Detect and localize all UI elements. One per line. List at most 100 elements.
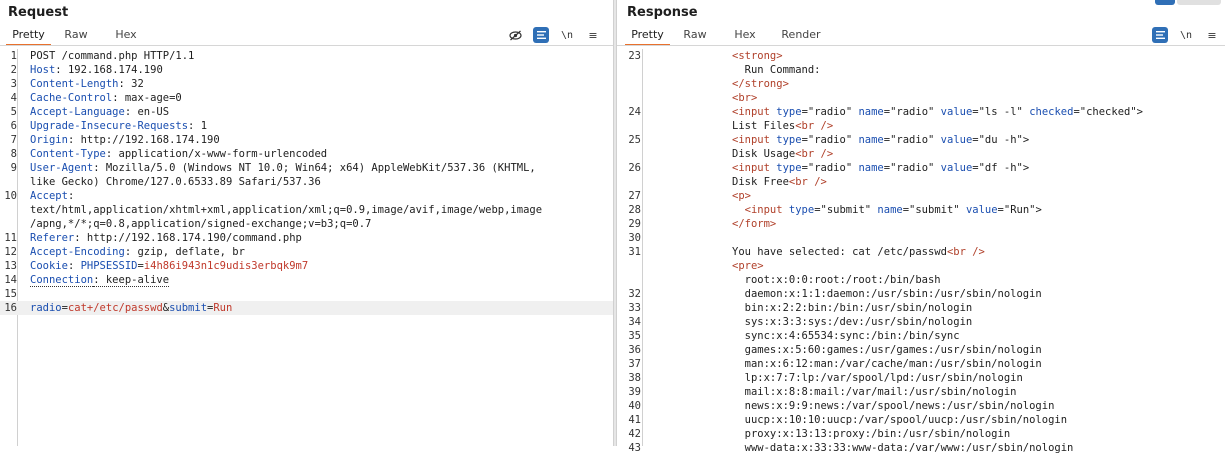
line-text: Upgrade-Insecure-Requests: 1 <box>30 119 207 133</box>
token: ="ls -l" <box>972 106 1030 118</box>
token: : max-age=0 <box>112 92 182 104</box>
code-line: <pre> <box>617 259 1225 273</box>
line-text: </strong> <box>732 77 789 91</box>
token: like Gecko) Chrome/127.0.6533.89 Safari/… <box>30 176 321 188</box>
tab-raw[interactable]: Raw <box>64 28 88 41</box>
token: List Files <box>732 120 796 132</box>
token: <br /> <box>946 246 985 258</box>
line-text: You have selected: cat /etc/passwd<br /> <box>732 245 985 259</box>
token: & <box>162 302 170 314</box>
token: : http://192.168.174.190/command.php <box>74 232 302 244</box>
token: radio <box>30 302 62 314</box>
code-line: 33 bin:x:2:2:bin:/bin:/usr/sbin/nologin <box>617 301 1225 315</box>
code-line: root:x:0:0:root:/root:/bin/bash <box>617 273 1225 287</box>
line-text: <input type="radio" name="radio" value="… <box>732 133 1029 147</box>
line-number: 43 <box>628 442 641 454</box>
token: name <box>858 134 884 146</box>
line-number: 12 <box>4 246 17 258</box>
token: <pre> <box>732 260 764 272</box>
tab-raw[interactable]: Raw <box>683 28 707 41</box>
token: <br /> <box>795 148 834 160</box>
line-text: bin:x:2:2:bin:/bin:/usr/sbin/nologin <box>732 301 973 315</box>
token: checked <box>1029 106 1074 118</box>
response-toolbar: \n ≡ <box>1152 27 1230 43</box>
tab-render[interactable]: Render <box>781 28 821 41</box>
tab-pretty[interactable]: Pretty <box>6 26 51 46</box>
token: POST /command.php HTTP/1.1 <box>30 50 195 62</box>
line-number: 23 <box>628 50 641 62</box>
tab-hex[interactable]: Hex <box>115 28 137 41</box>
code-line: 34 sys:x:3:3:sys:/dev:/usr/sbin/nologin <box>617 315 1225 329</box>
token: Host <box>30 64 56 76</box>
line-text: sys:x:3:3:sys:/dev:/usr/sbin/nologin <box>732 315 973 329</box>
line-number: 26 <box>628 162 641 174</box>
token: Accept <box>30 190 68 202</box>
token: man:x:6:12:man:/var/cache/man:/usr/sbin/… <box>732 358 1042 370</box>
line-text: lp:x:7:7:lp:/var/spool/lpd:/usr/sbin/nol… <box>732 371 1023 385</box>
token: name <box>858 106 884 118</box>
response-editor[interactable]: 23<strong> Run Command:</strong><br>24<i… <box>617 49 1225 454</box>
line-number: 13 <box>4 260 17 272</box>
token: : en-US <box>124 106 170 118</box>
line-text: root:x:0:0:root:/root:/bin/bash <box>732 273 941 287</box>
line-number: 24 <box>628 106 641 118</box>
menu-icon[interactable]: ≡ <box>588 28 598 42</box>
pane-splitter[interactable] <box>613 0 617 446</box>
token: : <box>67 260 81 272</box>
tab-hex[interactable]: Hex <box>734 28 756 41</box>
token: : gzip, deflate, br <box>124 246 245 258</box>
code-line: 30 <box>617 231 1225 245</box>
token: <br> <box>732 92 758 104</box>
token: mail:x:8:8:mail:/var/mail:/usr/sbin/nolo… <box>732 386 1017 398</box>
line-number: 11 <box>4 232 17 244</box>
token: </strong> <box>732 78 789 90</box>
line-text: Cookie: PHPSESSID=i4h86i943n1c9udis3erbq… <box>30 259 308 273</box>
token: Disk Usage <box>732 148 796 160</box>
token: bin:x:2:2:bin:/bin:/usr/sbin/nologin <box>732 302 973 314</box>
code-line: 15 <box>0 287 613 301</box>
token: Disk Free <box>732 176 789 188</box>
line-text: proxy:x:13:13:proxy:/bin:/usr/sbin/nolog… <box>732 427 1011 441</box>
line-number: 25 <box>628 134 641 146</box>
pretty-print-icon[interactable] <box>1152 27 1168 43</box>
line-text: User-Agent: Mozilla/5.0 (Windows NT 10.0… <box>30 161 536 175</box>
token: : 192.168.174.190 <box>55 64 163 76</box>
newline-toggle-icon[interactable]: \n <box>560 29 574 41</box>
line-text: <strong> <box>732 49 783 63</box>
code-line: 42 proxy:x:13:13:proxy:/bin:/usr/sbin/no… <box>617 427 1225 441</box>
line-text: news:x:9:9:news:/var/spool/news:/usr/sbi… <box>732 399 1055 413</box>
newline-toggle-icon[interactable]: \n <box>1179 29 1193 41</box>
tab-pretty[interactable]: Pretty <box>625 26 670 46</box>
code-line: 26<input type="radio" name="radio" value… <box>617 161 1225 175</box>
token: <p> <box>732 190 751 202</box>
token: value <box>940 162 973 174</box>
code-line: 1 POST /command.php HTTP/1.1 <box>0 49 613 63</box>
code-line: 41 uucp:x:10:10:uucp:/var/spool/uucp:/us… <box>617 413 1225 427</box>
line-text: radio=cat+/etc/passwd&submit=Run <box>30 301 232 315</box>
code-line: text/html,application/xhtml+xml,applicat… <box>0 203 613 217</box>
menu-icon[interactable]: ≡ <box>1207 28 1217 42</box>
code-line: 38 lp:x:7:7:lp:/var/spool/lpd:/usr/sbin/… <box>617 371 1225 385</box>
hide-nonprintable-icon[interactable] <box>507 27 523 43</box>
token: <input <box>732 106 777 118</box>
line-number: 42 <box>628 428 641 440</box>
line-number: 1 <box>10 50 17 62</box>
response-lines: 23<strong> Run Command:</strong><br>24<i… <box>617 49 1225 455</box>
pretty-print-icon[interactable] <box>533 27 549 43</box>
code-line: 43 www-data:x:33:33:www-data:/var/www:/u… <box>617 441 1225 455</box>
line-number: 8 <box>10 148 17 160</box>
layout-toggle[interactable] <box>1155 0 1223 6</box>
line-text: games:x:5:60:games:/usr/games:/usr/sbin/… <box>732 343 1042 357</box>
token: sync:x:4:65534:sync:/bin:/bin/sync <box>732 330 960 342</box>
line-number: 36 <box>628 344 641 356</box>
token: Cache-Control <box>30 92 113 104</box>
token: ="checked"> <box>1073 106 1143 118</box>
line-text: <input type="radio" name="radio" value="… <box>732 105 1143 119</box>
token: = <box>207 302 214 314</box>
line-text: uucp:x:10:10:uucp:/var/spool/uucp:/usr/s… <box>732 413 1067 427</box>
